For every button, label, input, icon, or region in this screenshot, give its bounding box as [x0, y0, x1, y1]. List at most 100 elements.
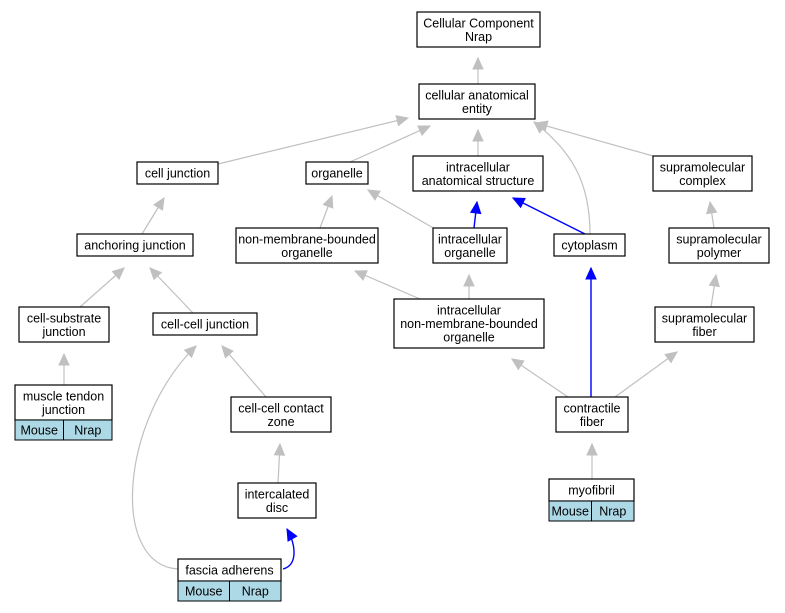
- node-label: Cellular Component: [423, 16, 534, 30]
- node-box: [416, 11, 541, 48]
- node-label: muscle tendon: [23, 389, 104, 403]
- node-label: anchoring junction: [84, 239, 186, 253]
- node-label: cell-cell contact: [238, 401, 324, 415]
- edge-cccz-to-ccj: [221, 345, 267, 398]
- node-label: junction: [41, 325, 85, 339]
- node-anchor[interactable]: anchoring junction: [76, 233, 194, 257]
- node-box: [393, 298, 545, 349]
- tag-nrap: Nrap: [74, 424, 101, 438]
- node-label: non-membrane-bounded: [400, 317, 538, 331]
- node-celljunc[interactable]: cell junction: [136, 161, 219, 185]
- node-label: supramolecular: [660, 160, 745, 174]
- node-label: supramolecular: [662, 311, 747, 325]
- node-label: entity: [462, 102, 493, 116]
- node-box: [237, 482, 317, 519]
- tag-box: [591, 500, 635, 522]
- edge-fa-to-ccj: [131, 345, 197, 570]
- node-label: cytoplasm: [561, 239, 617, 253]
- node-label: cell-substrate: [27, 311, 101, 325]
- node-label: disc: [266, 501, 288, 515]
- edge-cf-to-smf: [614, 351, 678, 398]
- tag-nrap: Nrap: [599, 505, 626, 519]
- node-label: myofibril: [568, 484, 615, 498]
- node-label: Nrap: [465, 30, 492, 44]
- node-label: organelle: [443, 331, 494, 345]
- node-organelle[interactable]: organelle: [305, 161, 369, 185]
- edge-io-to-organelle: [366, 189, 436, 230]
- node-label: fiber: [692, 325, 716, 339]
- edge-smc-to-cae: [534, 120, 654, 157]
- node-cyto[interactable]: cytoplasm: [553, 233, 626, 257]
- edge-cae-to-root: [472, 56, 484, 84]
- node-box: [652, 155, 753, 192]
- edge-mtj-to-csj: [58, 352, 70, 385]
- edge-cf-to-cyto: [585, 266, 597, 397]
- node-ccj[interactable]: cell-cell junction: [152, 312, 258, 336]
- node-box: [136, 161, 219, 185]
- node-box: [76, 233, 194, 257]
- tag-mouse: Mouse: [185, 585, 223, 599]
- edge-nmbo-to-organelle: [319, 194, 334, 229]
- node-box: [668, 227, 770, 264]
- node-box: [555, 396, 629, 433]
- node-label: zone: [267, 415, 294, 429]
- node-label: junction: [41, 403, 85, 417]
- node-label: supramolecular: [676, 232, 761, 246]
- edges-layer: [58, 56, 720, 570]
- node-label: cell junction: [145, 167, 210, 181]
- node-label: organelle: [311, 167, 362, 181]
- edge-ias-to-cae: [472, 128, 484, 156]
- node-label: intracellular: [438, 232, 502, 246]
- edge-ccj-to-anchor: [149, 267, 194, 314]
- edge-cf-to-inmbo: [511, 358, 569, 398]
- node-label: cell-cell junction: [161, 318, 249, 332]
- edge-io-to-ias: [469, 200, 482, 229]
- node-box: [230, 396, 332, 433]
- node-label: polymer: [697, 246, 741, 260]
- node-label: intercalated: [245, 487, 310, 501]
- node-label: cellular anatomical: [425, 88, 529, 102]
- node-box: [305, 161, 369, 185]
- edge-organelle-to-cae: [349, 125, 432, 163]
- node-label: contractile: [564, 401, 621, 415]
- edge-inmbo-to-io: [463, 273, 475, 299]
- node-label: organelle: [444, 246, 495, 260]
- tag-box: [229, 580, 282, 602]
- node-inmbo[interactable]: intracellularnon-membrane-boundedorganel…: [393, 298, 545, 349]
- tag-nrap: Nrap: [242, 585, 269, 599]
- edge-cyto-to-ias: [511, 197, 586, 235]
- node-label: anatomical structure: [422, 174, 535, 188]
- edge-fa-to-icd: [282, 527, 298, 570]
- node-label: complex: [679, 174, 726, 188]
- node-box: [152, 312, 258, 336]
- edge-inmbo-to-nmbo: [353, 270, 421, 300]
- node-box: [553, 233, 626, 257]
- node-box: [235, 227, 379, 264]
- node-label: non-membrane-bounded: [238, 232, 376, 246]
- edge-myof-to-cf: [586, 442, 598, 479]
- tag-box: [63, 419, 113, 441]
- node-box: [654, 306, 755, 343]
- node-label: intracellular: [446, 160, 510, 174]
- edge-icd-to-cccz: [273, 442, 286, 484]
- node-label: fiber: [580, 415, 604, 429]
- edge-celljunc-to-cae: [217, 115, 410, 165]
- node-label: intracellular: [437, 304, 501, 318]
